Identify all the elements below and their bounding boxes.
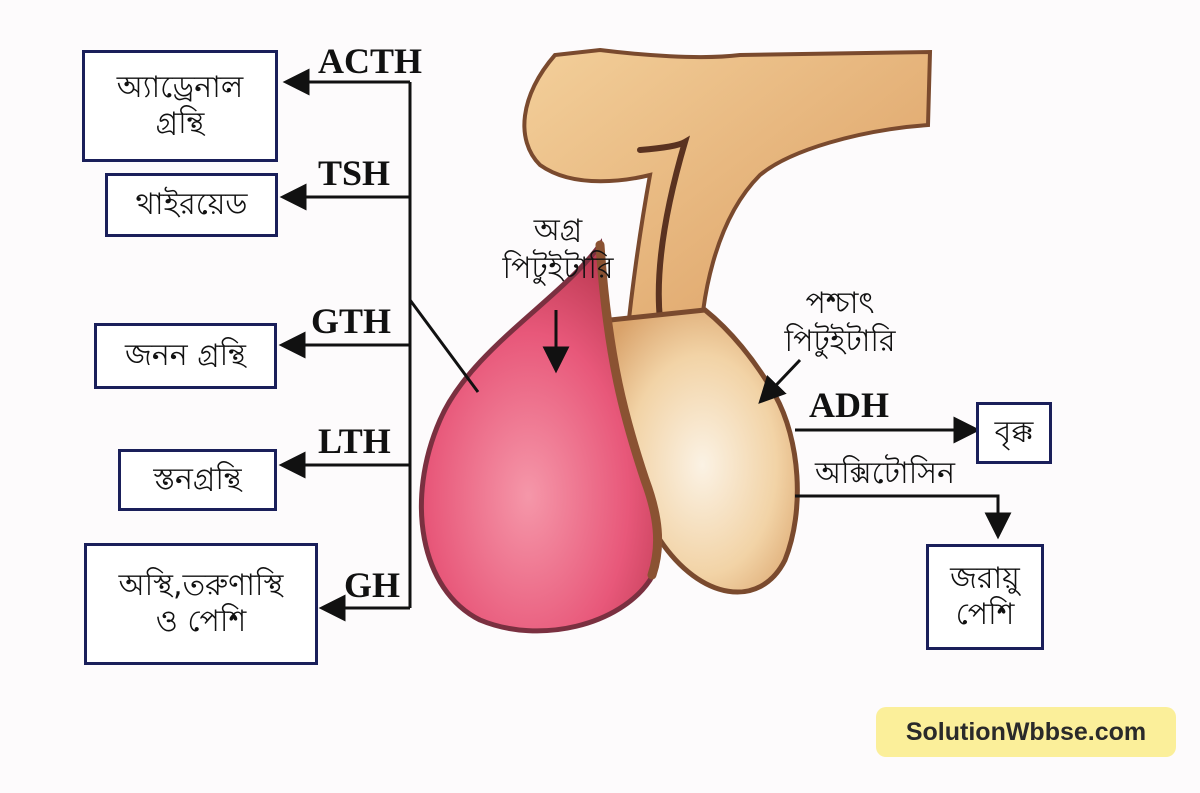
hormone-label-tsh: TSH <box>318 153 391 193</box>
hormone-label-adh: ADH <box>809 385 889 425</box>
stalk-cleft <box>637 135 691 323</box>
target-mammary-box: স্তনগ্রন্থি <box>118 449 277 511</box>
target-thyroid-box: থাইরয়েড <box>105 173 278 237</box>
target-bone-muscle-box: অস্থি,তরুণাস্থি ও পেশি <box>84 543 318 665</box>
target-kidney-box: বৃক্ক <box>976 402 1052 464</box>
trunk-connector <box>408 299 480 393</box>
posterior-pituitary-label: পশ্চাৎ পিটুইটারি <box>784 286 896 359</box>
hormone-label-acth: ACTH <box>318 41 423 81</box>
watermark-badge: SolutionWbbse.com <box>876 707 1176 757</box>
target-adrenal-box: অ্যাড্রেনাল গ্রন্থি <box>82 50 278 162</box>
hormone-label-lth: LTH <box>318 421 391 461</box>
hormone-label-oxytocin: অক্সিটোসিন <box>815 456 956 491</box>
posterior-pointer-arrow <box>758 358 802 404</box>
hormone-label-gh: GH <box>344 565 401 605</box>
hormone-label-gth: GTH <box>311 301 392 341</box>
target-uterus-box: জরায়ু পেশি <box>926 544 1044 650</box>
target-gonad-box: জনন গ্রন্থি <box>94 323 277 389</box>
anterior-lobe <box>418 238 662 634</box>
arrow-oxytocin <box>795 494 1012 540</box>
anterior-pituitary-label: অগ্র পিটুইটারি <box>502 213 614 286</box>
lobe-divider <box>595 240 663 580</box>
